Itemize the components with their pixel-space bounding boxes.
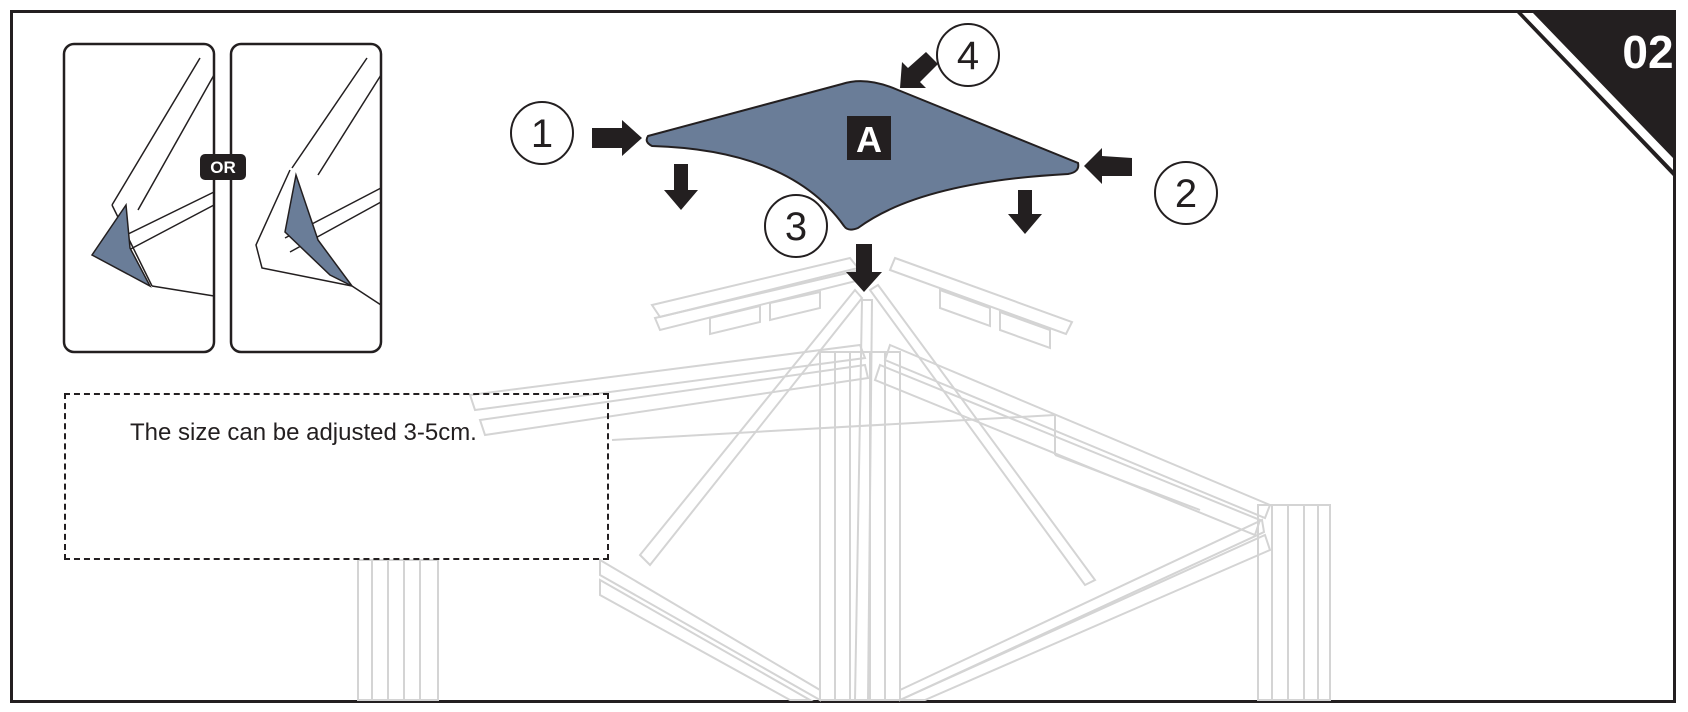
or-label: OR <box>210 158 236 177</box>
arrow-down-right <box>1008 190 1042 234</box>
callout-1-number: 1 <box>531 112 553 156</box>
arrow-down-center <box>846 244 882 292</box>
callout-4-number: 4 <box>957 34 979 78</box>
arrow-left-2 <box>1084 148 1132 184</box>
arrows <box>592 52 1132 292</box>
step-number: 02 <box>1622 26 1673 78</box>
step-badge: 02 <box>1517 13 1674 176</box>
arrow-down-left <box>664 164 698 210</box>
canopy-a: A <box>645 80 1080 231</box>
callout-3-number: 3 <box>785 205 807 249</box>
callout-2-number: 2 <box>1175 172 1197 216</box>
callouts: 1 2 3 4 <box>510 23 1218 258</box>
note-box: The size can be adjusted 3-5cm. <box>64 393 609 560</box>
callout-2: 2 <box>1154 161 1218 225</box>
callout-4: 4 <box>936 23 1000 87</box>
canopy-part-label: A <box>856 119 882 160</box>
note-text: The size can be adjusted 3-5cm. <box>130 419 477 446</box>
arrow-down-left-4 <box>900 52 938 88</box>
callout-1: 1 <box>510 101 574 165</box>
page-frame <box>10 10 1676 703</box>
arrow-right-1 <box>592 120 642 156</box>
callout-3: 3 <box>764 194 828 258</box>
inset-panels: OR <box>62 42 383 354</box>
